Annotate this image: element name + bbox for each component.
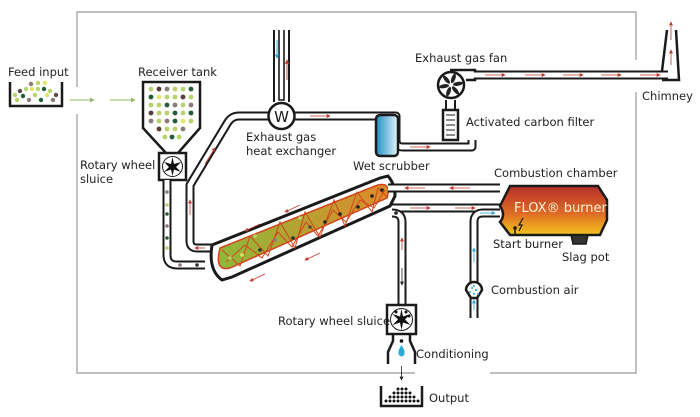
- rotary-wheel-sluice-bottom: [385, 303, 418, 336]
- output-label: Output: [429, 391, 469, 405]
- receiver-tank-particles: [148, 86, 194, 140]
- feed-input-container: [8, 80, 64, 108]
- discharge-pipe: [391, 208, 407, 305]
- exhaust-gas-fan: [436, 68, 477, 100]
- rotary-wheel-sluice-top: [157, 151, 188, 182]
- output-container: [379, 386, 424, 408]
- conditioning-label: Conditioning: [416, 347, 489, 361]
- combustion-air-pipe: [469, 208, 500, 318]
- slag-pot: [570, 234, 589, 245]
- chimney: [660, 21, 681, 82]
- feed-pipe: [162, 180, 205, 270]
- rotary-wheel-sluice-top-label: Rotary wheel: [80, 158, 155, 172]
- rotary-kiln: [209, 174, 397, 282]
- slag-pot-label: Slag pot: [562, 250, 610, 264]
- receiver-tank-label: Receiver tank: [138, 65, 217, 79]
- system-boundary-frame: [76, 11, 637, 374]
- kiln-mesh: [221, 187, 389, 267]
- feed-particles: [12, 80, 59, 103]
- heat-exchanger: W: [267, 30, 296, 131]
- exhaust-gas-fan-label: Exhaust gas fan: [415, 51, 507, 65]
- kiln-combustion-pipes: [388, 183, 500, 213]
- activated-carbon-filter-label: Activated carbon filter: [466, 115, 594, 129]
- start-burner-label: Start burner: [493, 237, 563, 251]
- combustion-air-label: Combustion air: [491, 283, 579, 297]
- flox-burner-label: FLOX® burner: [514, 201, 608, 216]
- heat-exchanger-label: Exhaust gas: [246, 130, 316, 144]
- chimney-label: Chimney: [642, 89, 693, 103]
- combustion-chamber-label: Combustion chamber: [494, 166, 618, 180]
- start-burner-icon: [513, 217, 524, 235]
- heat-exchanger-symbol: W: [274, 108, 289, 126]
- combustion-air-blower: [464, 280, 484, 300]
- activated-carbon-filter: [441, 100, 460, 142]
- wet-scrubber: [374, 113, 400, 158]
- wet-scrubber-label: Wet scrubber: [353, 159, 430, 173]
- combustion-chamber: [498, 184, 609, 237]
- feed-input-label: Feed input: [8, 65, 69, 79]
- rotary-wheel-sluice-bottom-label: Rotary wheel sluice: [278, 314, 390, 328]
- conditioning: [386, 334, 417, 364]
- heat-exchanger-label-2: heat exchanger: [246, 144, 336, 158]
- rotary-wheel-sluice-top-label-2: sluice: [80, 172, 113, 186]
